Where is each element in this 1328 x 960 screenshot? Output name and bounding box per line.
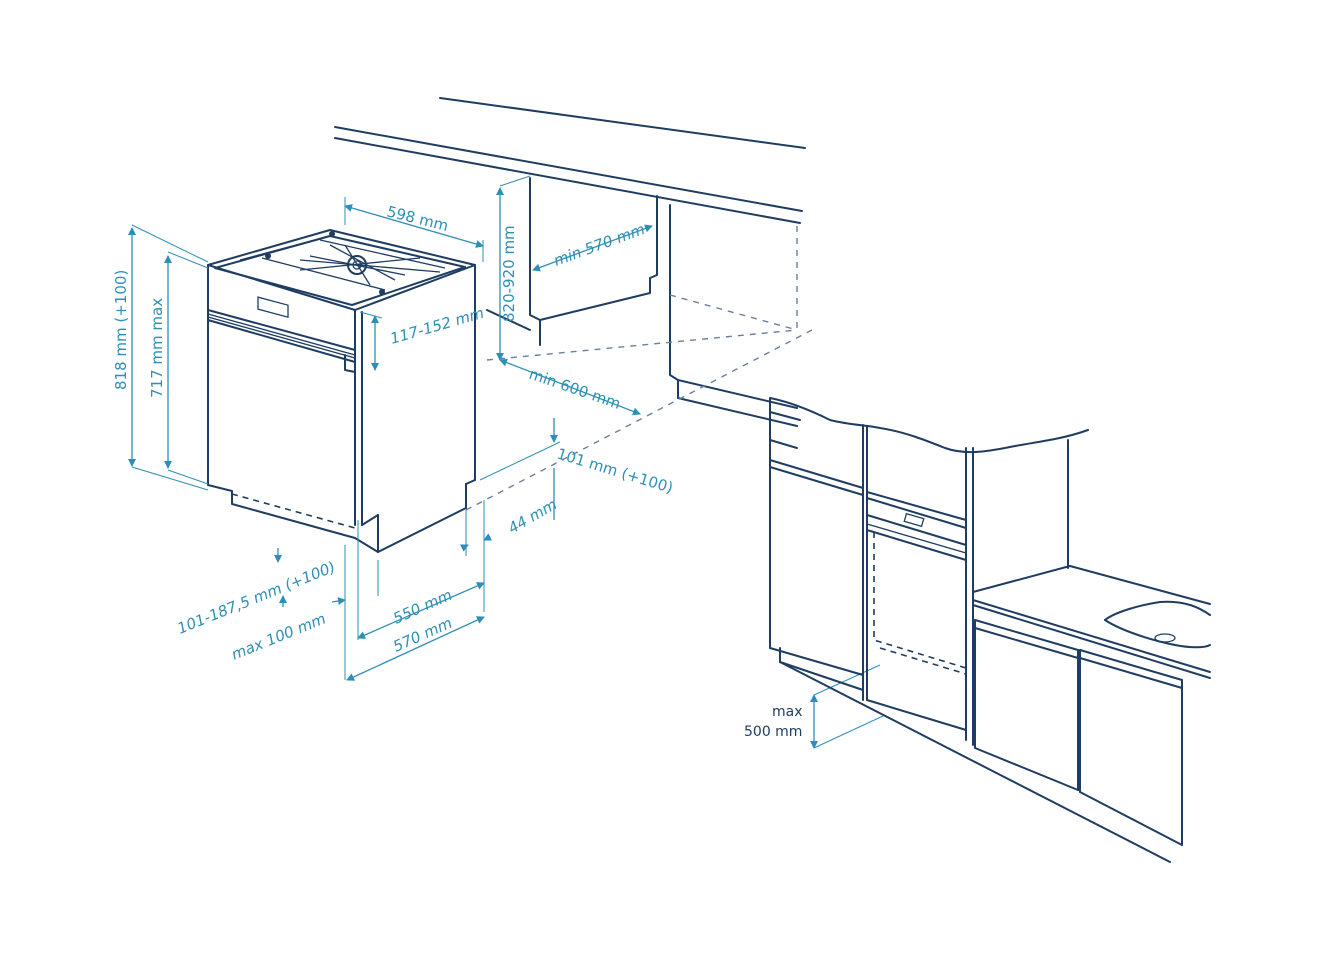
kitchen-installed-view bbox=[769, 397, 1211, 863]
label-open-max-1: max bbox=[772, 704, 803, 720]
label-plinth-height: 101 mm (+100) bbox=[555, 445, 675, 497]
installation-niche bbox=[465, 177, 813, 511]
label-front-max: max 100 mm bbox=[229, 610, 329, 664]
label-height-total: 818 mm (+100) bbox=[112, 270, 130, 390]
label-niche-depth: min 570 mm bbox=[551, 220, 647, 270]
label-panel-height: 117-152 mm bbox=[388, 304, 486, 348]
countertop-outline bbox=[334, 97, 806, 224]
dimension-lines bbox=[128, 175, 884, 749]
label-width: 598 mm bbox=[385, 202, 450, 235]
label-height-body: 717 mm max bbox=[148, 298, 166, 398]
label-open-max-2: 500 mm bbox=[744, 724, 802, 740]
label-niche-height: 820-920 mm bbox=[500, 225, 518, 322]
label-plinth-depth: 44 mm bbox=[505, 495, 560, 537]
dishwasher-body bbox=[207, 229, 476, 553]
label-niche-width: min 600 mm bbox=[527, 365, 623, 413]
